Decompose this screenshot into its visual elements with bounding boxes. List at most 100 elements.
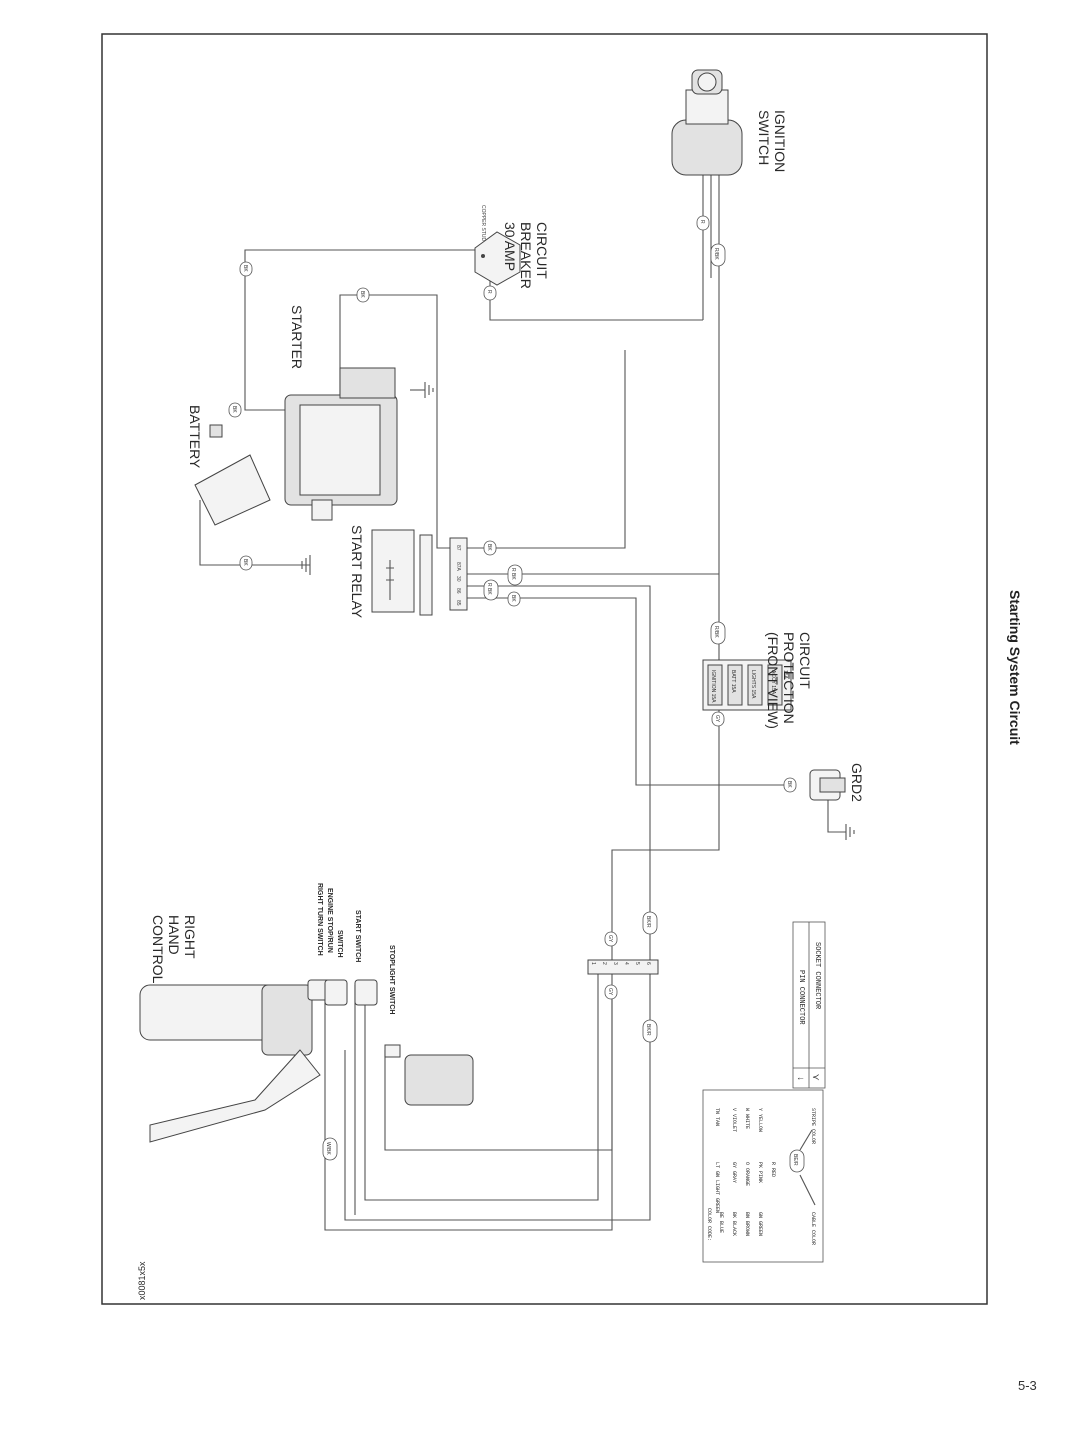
svg-text:15A: 15A: [782, 670, 788, 680]
svg-text:5: 5: [634, 962, 640, 965]
wire-tag: W/BK: [322, 1137, 338, 1161]
svg-text:BATT 15A: BATT 15A: [730, 670, 736, 693]
svg-text:IGNITION 15A: IGNITION 15A: [710, 670, 716, 703]
svg-text:GY: GY: [607, 988, 613, 996]
svg-text:RIGHT TURN SWITCH: RIGHT TURN SWITCH: [316, 883, 323, 956]
wire-tag: BK: [356, 287, 370, 303]
figure-id: x0081x5x: [137, 1261, 147, 1300]
svg-text:R: R: [699, 220, 705, 224]
figure-caption: Starting System Circuit: [1007, 590, 1023, 745]
svg-text:SWITCH: SWITCH: [336, 930, 343, 958]
svg-text:BK: BK: [786, 781, 792, 788]
ground-symbol: [301, 382, 855, 840]
copper-stud-label: COPPER STUD: [480, 205, 486, 242]
svg-text:BE/R: BE/R: [792, 1154, 798, 1166]
svg-text:GN GREEN: GN GREEN: [757, 1212, 763, 1236]
starter-motor: [284, 367, 398, 521]
svg-text:3: 3: [612, 962, 618, 965]
wire-tag: R BK: [483, 579, 499, 601]
wire-tag: BK: [507, 591, 521, 607]
wire-tag: GY: [604, 931, 618, 947]
svg-text:BK: BK: [242, 559, 248, 566]
svg-text:GY: GY: [714, 715, 720, 723]
svg-text:COLOR CODE:: COLOR CODE:: [706, 1208, 712, 1241]
wire-tag: R: [483, 285, 497, 301]
wire-tag: BK: [239, 555, 253, 571]
svg-text:R/BK: R/BK: [713, 626, 719, 638]
page-number: 5-3: [1018, 1378, 1037, 1393]
svg-text:R/BK: R/BK: [713, 248, 719, 260]
svg-text:30: 30: [455, 576, 461, 582]
svg-text:Y YELLOW: Y YELLOW: [757, 1108, 763, 1132]
svg-text:BK: BK: [359, 291, 365, 298]
svg-text:LT GN LIGHT GREEN: LT GN LIGHT GREEN: [714, 1162, 720, 1213]
svg-text:BK: BK: [231, 406, 237, 413]
six-pin-connector: [587, 959, 659, 975]
svg-text:GY GRAY: GY GRAY: [731, 1162, 737, 1183]
color-code-example: BE/R: [789, 1129, 816, 1206]
connector-pin-numbers: 1 2 3 4 5 6: [590, 962, 651, 965]
svg-text:ENGINE STOP/RUN: ENGINE STOP/RUN: [326, 888, 333, 953]
svg-text:PK PINK: PK PINK: [757, 1162, 763, 1183]
start-relay-label: START RELAY: [349, 525, 365, 619]
svg-text:R: R: [486, 290, 492, 294]
svg-text:←: ←: [796, 1072, 805, 1082]
color-code-column-2: LT GN LIGHT GREEN GY GRAY O ORANGE PK PI…: [714, 1162, 776, 1213]
circuit-breaker: [474, 231, 521, 286]
wire-tag: BK: [483, 540, 497, 556]
grd2-stud: [809, 769, 846, 801]
start-relay: [371, 529, 468, 616]
wire-tag: BK/R: [642, 911, 658, 935]
wire-tag: R BK: [507, 564, 523, 586]
svg-text:BK/R: BK/R: [645, 1024, 651, 1036]
wire-tag: R/BK: [710, 621, 726, 645]
svg-text:BK: BK: [510, 595, 516, 602]
svg-text:GY: GY: [607, 935, 613, 943]
svg-text:2: 2: [601, 962, 607, 965]
handlebar-control: [139, 979, 474, 1143]
switch-labels: RIGHT TURN SWITCH ENGINE STOP/RUN SWITCH…: [316, 883, 395, 1014]
wire-tag: BK: [239, 261, 253, 277]
svg-text:PIN CONNECTOR: PIN CONNECTOR: [797, 970, 805, 1025]
wire-tags: BK BK R R R/BK BK BK BK R BK R BK BK R/B…: [228, 215, 797, 1161]
color-code-column-1: BE BLUE BK BLACK BN BROWN GN GREEN: [718, 1212, 763, 1236]
svg-text:TN TAN: TN TAN: [714, 1108, 720, 1126]
color-code-legend: COLOR CODE: BE BLUE BK BLACK BN BROWN GN…: [702, 1089, 824, 1263]
svg-text:87: 87: [455, 545, 461, 551]
svg-text:W WHITE: W WHITE: [744, 1108, 750, 1129]
svg-text:BK/R: BK/R: [645, 916, 651, 928]
svg-text:87A: 87A: [455, 562, 461, 572]
right-hand-control-label: RIGHT HAND CONTROL: [150, 915, 198, 984]
grd2-label: GRD2: [849, 763, 865, 802]
wire-tag: GY: [604, 984, 618, 1000]
svg-text:6: 6: [645, 962, 651, 965]
svg-text:O ORANGE: O ORANGE: [744, 1162, 750, 1186]
svg-text:86: 86: [455, 588, 461, 594]
relay-pin-labels: 85 86 30 87A 87: [455, 545, 461, 606]
ignition-switch: [671, 69, 743, 176]
wire-tag: BK: [783, 777, 797, 793]
svg-text:BK BLACK: BK BLACK: [731, 1212, 737, 1236]
svg-text:W/BK: W/BK: [325, 1142, 331, 1155]
wire-tag: R: [696, 215, 710, 231]
svg-text:STOPLIGHT SWITCH: STOPLIGHT SWITCH: [388, 945, 395, 1014]
svg-text:SOCKET CONNECTOR: SOCKET CONNECTOR: [813, 942, 821, 1010]
svg-text:R BK: R BK: [486, 583, 492, 595]
svg-text:4: 4: [623, 962, 629, 965]
connector-legend: PIN CONNECTOR SOCKET CONNECTOR ← ≺: [792, 921, 826, 1089]
circuit-protection-label: CIRCUIT PROTECTION (FRONT VIEW): [765, 632, 813, 729]
svg-text:1: 1: [590, 962, 596, 965]
svg-text:R BK: R BK: [510, 568, 516, 580]
fuse-labels: IGNITION 15A BATT 15A LIGHTS 15A ACCY 15…: [710, 670, 788, 703]
circuit-breaker-label: CIRCUIT BREAKER 30 AMP: [502, 222, 550, 293]
ignition-switch-label: IGNITION SWITCH: [756, 110, 788, 176]
svg-text:STRIPE COLOR: STRIPE COLOR: [810, 1108, 816, 1144]
diagram-frame: [101, 33, 988, 1305]
svg-text:BK: BK: [242, 265, 248, 272]
wire-tag: GY: [711, 711, 725, 727]
wires: [199, 170, 846, 1231]
svg-text:LIGHTS 15A: LIGHTS 15A: [750, 670, 756, 699]
starter-label: STARTER: [289, 305, 305, 369]
circuit-protection: [702, 659, 792, 711]
svg-text:V VIOLET: V VIOLET: [731, 1108, 737, 1132]
